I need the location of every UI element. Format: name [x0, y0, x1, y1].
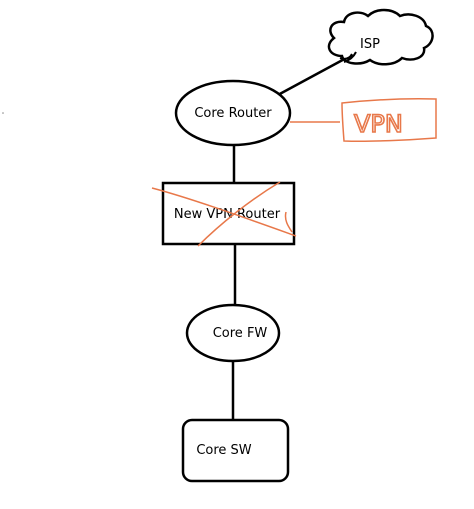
vpn-annotation-box [341, 97, 437, 143]
core-router-shape [174, 79, 292, 147]
vpn-annotation-text: VPN [354, 110, 403, 138]
core-fw-label: Core FW [213, 326, 268, 341]
stray-mark [2, 112, 4, 114]
new-vpn-router-shape [161, 181, 296, 246]
node-isp: ISP [327, 8, 434, 66]
node-core-sw: Core SW [181, 418, 290, 483]
node-core-fw: Core FW [185, 303, 281, 363]
isp-cloud-shape [327, 8, 434, 66]
core-router-label: Core Router [194, 106, 272, 121]
cross-out-mark [151, 181, 297, 247]
links [231, 54, 351, 420]
core-sw-shape [181, 418, 290, 483]
node-core-router: Core Router [174, 79, 292, 147]
core-fw-shape [185, 303, 281, 363]
isp-label: ISP [360, 37, 380, 52]
isp-cloud-tail [339, 51, 357, 63]
new-vpn-router-label: New VPN Router [174, 207, 281, 222]
vpn-annotation: VPN [290, 97, 437, 143]
node-new-vpn-router: New VPN Router [151, 181, 297, 247]
link-core-router-isp [275, 54, 351, 98]
core-sw-label: Core SW [196, 443, 251, 458]
